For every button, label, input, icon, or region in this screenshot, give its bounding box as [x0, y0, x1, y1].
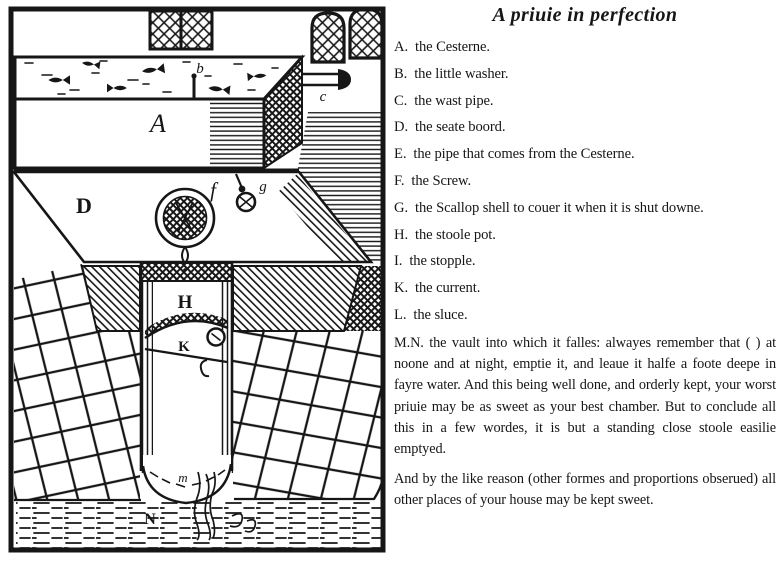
legend-label: the Scallop shell to couer it when it is… — [415, 199, 704, 216]
label-vault: N — [144, 511, 156, 528]
hanging-key — [234, 173, 257, 213]
legend-item: H. the stoole pot. — [394, 222, 776, 249]
cistern: b A c — [13, 54, 351, 170]
legend-key: K. — [394, 280, 408, 297]
vault-water-pool: N — [14, 477, 385, 550]
tiled-floor-left — [14, 264, 140, 499]
legend-label: the sluce. — [413, 306, 468, 323]
wast-pipe: c — [302, 69, 351, 105]
label-wast-pipe: c — [320, 89, 327, 105]
wall-hatching — [297, 112, 382, 261]
cistern-end-dark — [263, 54, 303, 170]
legend-item: I. the stopple. — [394, 248, 776, 275]
legend-item: D. the seate boord. — [394, 114, 776, 141]
legend-label: the pipe that comes from the Cesterne. — [413, 146, 635, 163]
label-cistern: A — [148, 109, 166, 138]
current-shading — [145, 312, 228, 338]
legend-key: E. — [394, 146, 407, 163]
tiled-floor-right — [233, 331, 383, 499]
legend-paragraphs: M.N. the vault into which it falles: alw… — [394, 333, 776, 511]
legend-item: A. the Cesterne. — [394, 34, 776, 61]
label-current: K — [178, 339, 190, 355]
legend-label: the Screw. — [411, 172, 472, 189]
label-screw: f — [210, 178, 219, 202]
legend-label: the wast pipe. — [414, 92, 494, 109]
legend-key: B. — [394, 65, 408, 82]
legend-column: A priuie in perfection A. the Cesterne. B… — [394, 2, 776, 519]
stopple-hook — [199, 359, 210, 378]
legend-item: L. the sluce. — [394, 302, 776, 329]
seat-shadow — [278, 174, 369, 262]
lattice-window — [148, 9, 214, 51]
legend-key: D. — [394, 119, 408, 136]
label-sluce: m — [178, 470, 187, 485]
legend-item: E. the pipe that comes from the Cesterne. — [394, 141, 776, 168]
legend-list: A. the Cesterne. B. the little washer. C. t… — [394, 34, 776, 329]
scallop-shell — [154, 187, 216, 272]
legend-item: B. the little washer. — [394, 61, 776, 88]
label-cover-key: g — [259, 179, 267, 195]
legend-label: the Cesterne. — [415, 39, 490, 55]
legend-item: K. the current. — [394, 275, 776, 302]
legend-key: G. — [394, 199, 408, 216]
seat-board: D f g — [11, 168, 374, 272]
legend-item: G. the Scallop shell to couer it when it … — [394, 195, 776, 222]
stool-pot-shaft: H K — [139, 262, 234, 473]
falling-water — [193, 471, 257, 541]
label-washer: b — [196, 61, 204, 77]
legend-label: the current. — [415, 280, 481, 297]
legend-key: A. — [394, 39, 408, 55]
legend-label: the seate boord. — [415, 119, 506, 136]
woodcut-illustration: N H K m — [8, 6, 386, 553]
legend-key: F. — [394, 172, 405, 189]
legend-item: F. the Screw. — [394, 168, 776, 195]
paragraph-vault: M.N. the vault into which it falles: alw… — [394, 334, 776, 458]
paragraph-closing: And by the like reason (other formes and… — [394, 470, 776, 508]
legend-key: C. — [394, 92, 408, 109]
bench-front-right — [232, 265, 363, 332]
legend-key: I. — [394, 253, 403, 270]
page-title: A priuie in perfection — [492, 4, 678, 26]
label-seat-board: D — [76, 193, 92, 218]
current-arc — [144, 319, 229, 340]
legend-key: H. — [394, 226, 408, 243]
bench-front-corner — [344, 266, 383, 331]
current-lower-line — [144, 347, 228, 364]
engraving-frame — [8, 6, 386, 553]
legend-item: C. the wast pipe. — [394, 88, 776, 115]
legend-label: the stopple. — [409, 253, 476, 270]
label-stool-pot: H — [178, 292, 193, 313]
legend-label: the little washer. — [414, 65, 509, 82]
legend-key: L. — [394, 306, 407, 323]
legend-label: the stoole pot. — [415, 226, 496, 243]
